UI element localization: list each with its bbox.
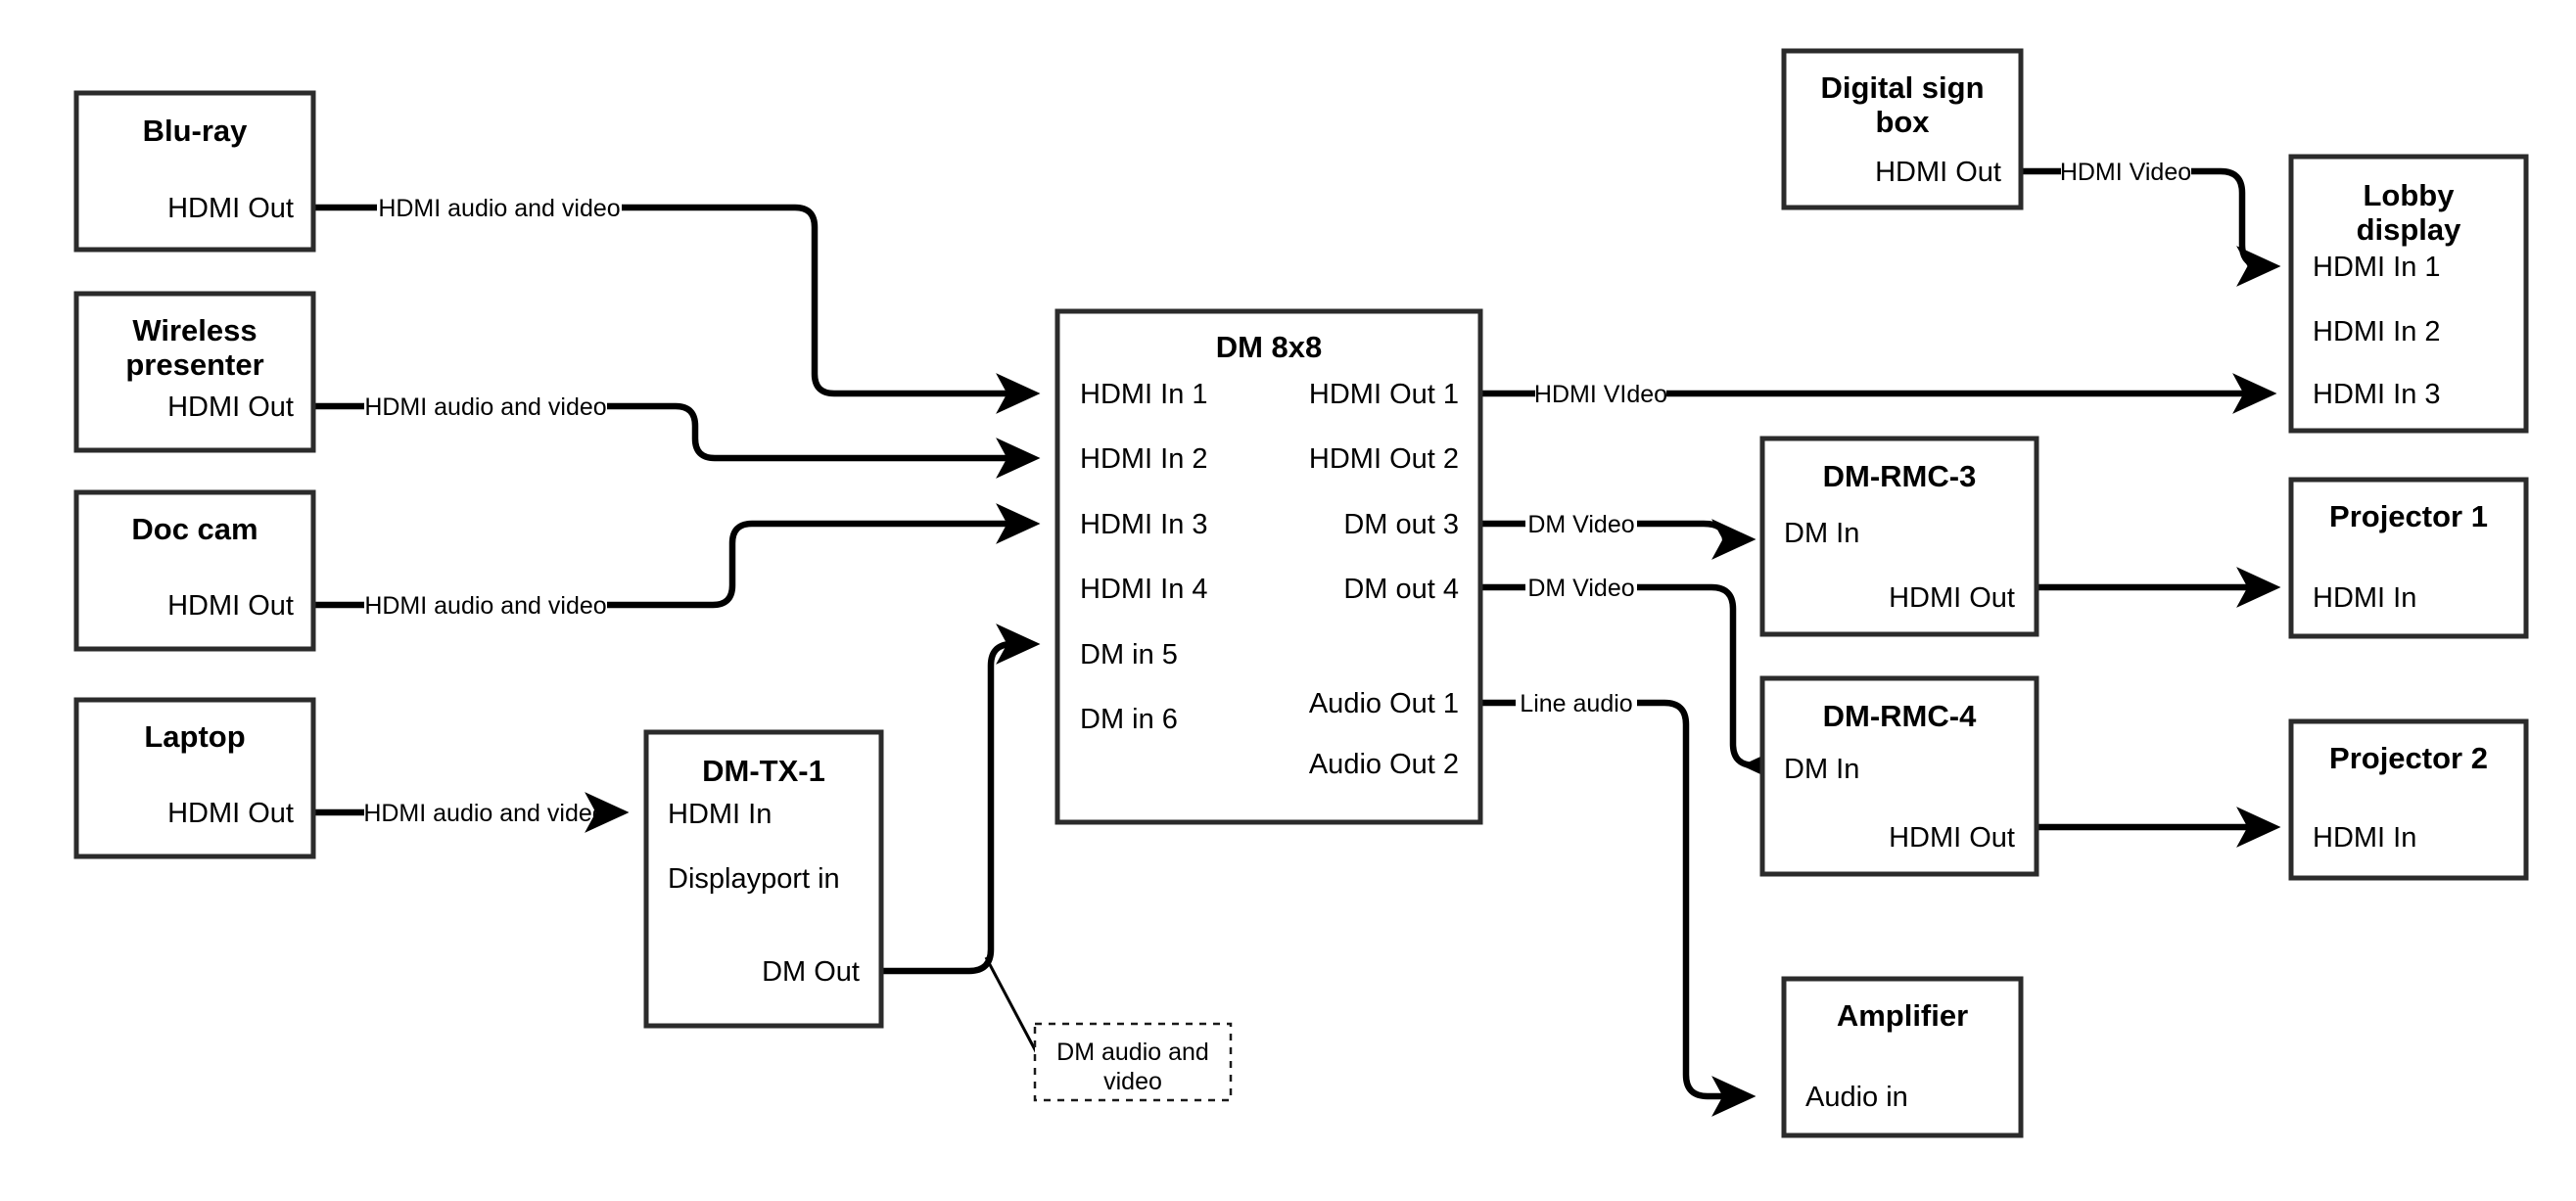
wire-sign-to-lobby bbox=[2020, 167, 2281, 287]
wireless-presenter-title-line1: Wireless bbox=[132, 313, 257, 347]
digital-sign-box-box bbox=[1781, 48, 2024, 210]
edge-label-sign-to-lobby: HDMI Video bbox=[2060, 159, 2191, 186]
dm-8x8-input-hdmi-in-4: HDMI In 4 bbox=[1080, 574, 1208, 605]
bluray-box bbox=[73, 90, 316, 253]
edge-label-bluray-to-dm: HDMI audio and video bbox=[378, 195, 620, 222]
doc-cam-title: Doc cam bbox=[131, 512, 258, 546]
node-dm-rmc-3[interactable]: DM-RMC-3 DM In HDMI Out bbox=[1759, 436, 2039, 637]
edge-label-doccam-to-dm: HDMI audio and video bbox=[364, 592, 606, 620]
edge-label-dm-audio-out1-to-amp: Line audio bbox=[1520, 690, 1632, 717]
dm-rmc-4-title: DM-RMC-4 bbox=[1823, 699, 1977, 733]
node-bluray[interactable]: Blu-ray HDMI Out bbox=[73, 90, 316, 253]
note-text-line2: video bbox=[1103, 1068, 1162, 1095]
amplifier-box bbox=[1781, 976, 2024, 1138]
note-dm-audio-and-video: DM audio and video bbox=[1033, 1022, 1233, 1102]
wire-dm8x8-dmout4-to-rmc4 bbox=[1478, 583, 1786, 786]
dm-tx-1-port-displayport-in: Displayport in bbox=[668, 863, 840, 895]
dm-rmc-3-port-dm-in: DM In bbox=[1784, 518, 1859, 549]
dm-8x8-input-hdmi-in-3: HDMI In 3 bbox=[1080, 509, 1208, 540]
edge-label-dm-hdmi-out1-to-lobby: HDMI VIdeo bbox=[1534, 381, 1667, 408]
digital-sign-box-title-line1: Digital sign bbox=[1820, 70, 1984, 105]
dm-rmc-3-box bbox=[1759, 436, 2039, 637]
node-amplifier[interactable]: Amplifier Audio in bbox=[1781, 976, 2024, 1138]
projector-1-title: Projector 1 bbox=[2329, 499, 2488, 533]
laptop-title: Laptop bbox=[144, 719, 245, 754]
dm-8x8-input-hdmi-in-1: HDMI In 1 bbox=[1080, 379, 1208, 410]
dm-tx-1-box bbox=[643, 729, 884, 1029]
wire-wireless-to-dm8x8 bbox=[313, 402, 1041, 479]
dm-8x8-output-dm-out-3: DM out 3 bbox=[1343, 509, 1459, 540]
edge-label-dm-out4-to-rmc4: DM Video bbox=[1527, 575, 1634, 602]
note-box bbox=[1033, 1022, 1233, 1102]
dm-8x8-box bbox=[1054, 308, 1483, 825]
lobby-display-box bbox=[2288, 154, 2529, 434]
wire-bluray-to-dm8x8 bbox=[313, 204, 1041, 414]
edge-label-wireless-to-dm: HDMI audio and video bbox=[364, 393, 606, 421]
node-dm-tx-1[interactable]: DM-TX-1 HDMI In Displayport in DM Out bbox=[643, 729, 884, 1029]
node-projector-1[interactable]: Projector 1 HDMI In bbox=[2288, 477, 2529, 639]
dm-8x8-output-audio-out-1: Audio Out 1 bbox=[1309, 688, 1459, 719]
node-lobby-display[interactable]: Lobby display HDMI In 1 HDMI In 2 HDMI I… bbox=[2288, 154, 2529, 434]
dm-8x8-output-dm-out-4: DM out 4 bbox=[1343, 574, 1459, 605]
lobby-display-input-hdmi-in-1: HDMI In 1 bbox=[2313, 252, 2441, 283]
doc-cam-box bbox=[73, 489, 316, 652]
digital-sign-box-title-line2: box bbox=[1875, 105, 1930, 139]
dm-8x8-output-hdmi-out-2: HDMI Out 2 bbox=[1309, 443, 1459, 475]
lobby-display-title-line1: Lobby bbox=[2364, 178, 2456, 212]
lobby-display-input-hdmi-in-3: HDMI In 3 bbox=[2313, 379, 2441, 410]
dm-8x8-input-dm-in-5: DM in 5 bbox=[1080, 639, 1178, 670]
dm-tx-1-port-dm-out: DM Out bbox=[762, 956, 860, 988]
projector-2-box bbox=[2288, 718, 2529, 881]
dm-tx-1-title: DM-TX-1 bbox=[702, 754, 825, 788]
lobby-display-input-hdmi-in-2: HDMI In 2 bbox=[2313, 316, 2441, 347]
projector-1-port-hdmi-in: HDMI In bbox=[2313, 582, 2416, 614]
note-text-line1: DM audio and bbox=[1056, 1039, 1209, 1066]
digital-sign-box-port-hdmi-out: HDMI Out bbox=[1875, 157, 2001, 188]
wire-dm8x8-audioout1-to-amplifier bbox=[1478, 699, 1756, 1117]
dm-tx-1-port-hdmi-in: HDMI In bbox=[668, 799, 772, 830]
wire-dm8x8-dmout3-to-rmc3 bbox=[1478, 519, 1756, 560]
dm-rmc-4-port-dm-in: DM In bbox=[1784, 754, 1859, 785]
wireless-presenter-title-line2: presenter bbox=[125, 347, 263, 382]
node-doc-cam[interactable]: Doc cam HDMI Out bbox=[73, 489, 316, 652]
node-laptop[interactable]: Laptop HDMI Out bbox=[73, 697, 316, 859]
amplifier-port-audio-in: Audio in bbox=[1805, 1082, 1908, 1113]
lobby-display-title-line2: display bbox=[2357, 212, 2462, 247]
dm-rmc-4-box bbox=[1759, 675, 2039, 877]
wireless-presenter-box bbox=[73, 291, 316, 453]
amplifier-title: Amplifier bbox=[1837, 998, 1968, 1033]
laptop-box bbox=[73, 697, 316, 859]
node-dm-rmc-4[interactable]: DM-RMC-4 DM In HDMI Out bbox=[1759, 675, 2039, 877]
edge-labels: HDMI audio and video HDMI audio and vide… bbox=[363, 159, 2191, 827]
wire-doccam-to-dm8x8 bbox=[313, 503, 1041, 609]
dm-8x8-output-hdmi-out-1: HDMI Out 1 bbox=[1309, 379, 1459, 410]
bluray-port-hdmi-out: HDMI Out bbox=[167, 193, 294, 224]
dm-8x8-output-audio-out-2: Audio Out 2 bbox=[1309, 749, 1459, 780]
node-dm-8x8[interactable]: DM 8x8 HDMI In 1 HDMI In 2 HDMI In 3 HDM… bbox=[1054, 308, 1483, 825]
bluray-title: Blu-ray bbox=[143, 114, 249, 148]
projector-2-title: Projector 2 bbox=[2329, 741, 2488, 775]
wireless-presenter-port-hdmi-out: HDMI Out bbox=[167, 392, 294, 423]
note-leader-line bbox=[984, 956, 1040, 1056]
dm-8x8-input-hdmi-in-2: HDMI In 2 bbox=[1080, 443, 1208, 475]
wire-dmtx1-to-dm8x8 bbox=[881, 624, 1041, 975]
laptop-port-hdmi-out: HDMI Out bbox=[167, 798, 294, 829]
doc-cam-port-hdmi-out: HDMI Out bbox=[167, 590, 294, 622]
dm-8x8-input-dm-in-6: DM in 6 bbox=[1080, 704, 1178, 735]
dm-rmc-3-port-hdmi-out: HDMI Out bbox=[1889, 582, 2015, 614]
edge-label-laptop-to-tx: HDMI audio and video bbox=[363, 800, 605, 827]
dm-rmc-3-title: DM-RMC-3 bbox=[1823, 459, 1977, 493]
projector-2-port-hdmi-in: HDMI In bbox=[2313, 822, 2416, 854]
dm-8x8-title: DM 8x8 bbox=[1216, 330, 1323, 364]
projector-1-box bbox=[2288, 477, 2529, 639]
node-digital-sign-box[interactable]: Digital sign box HDMI Out bbox=[1781, 48, 2024, 210]
dm-rmc-4-port-hdmi-out: HDMI Out bbox=[1889, 822, 2015, 854]
node-wireless-presenter[interactable]: Wireless presenter HDMI Out bbox=[73, 291, 316, 453]
node-projector-2[interactable]: Projector 2 HDMI In bbox=[2288, 718, 2529, 881]
edge-label-dm-out3-to-rmc3: DM Video bbox=[1527, 511, 1634, 538]
